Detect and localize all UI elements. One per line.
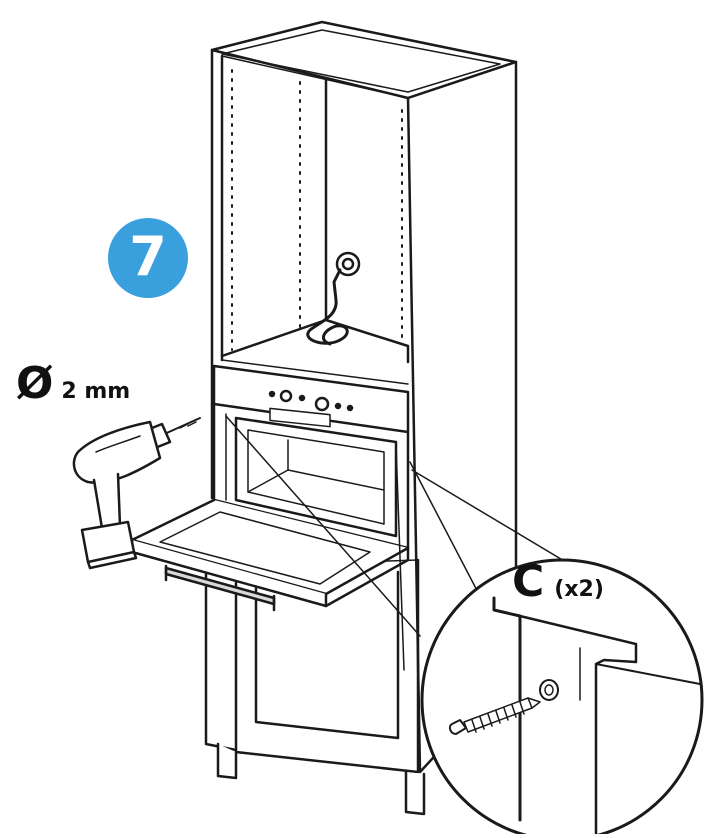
screw-icon <box>448 697 541 735</box>
diameter-symbol: Ø <box>16 358 54 409</box>
drill-icon <box>72 417 201 570</box>
built-in-oven-icon <box>130 364 410 612</box>
part-label: C (x2) <box>512 560 604 604</box>
step-badge: 7 <box>108 218 188 298</box>
part-quantity: (x2) <box>554 577 604 602</box>
part-letter: C <box>512 556 545 607</box>
callout-lines <box>225 415 607 671</box>
power-cable-icon <box>306 251 361 346</box>
drill-bit-size: 2 mm <box>61 379 131 404</box>
step-number: 7 <box>129 225 167 288</box>
magnified-detail-circle <box>420 558 704 838</box>
drill-size-label: Ø 2 mm <box>16 362 130 412</box>
